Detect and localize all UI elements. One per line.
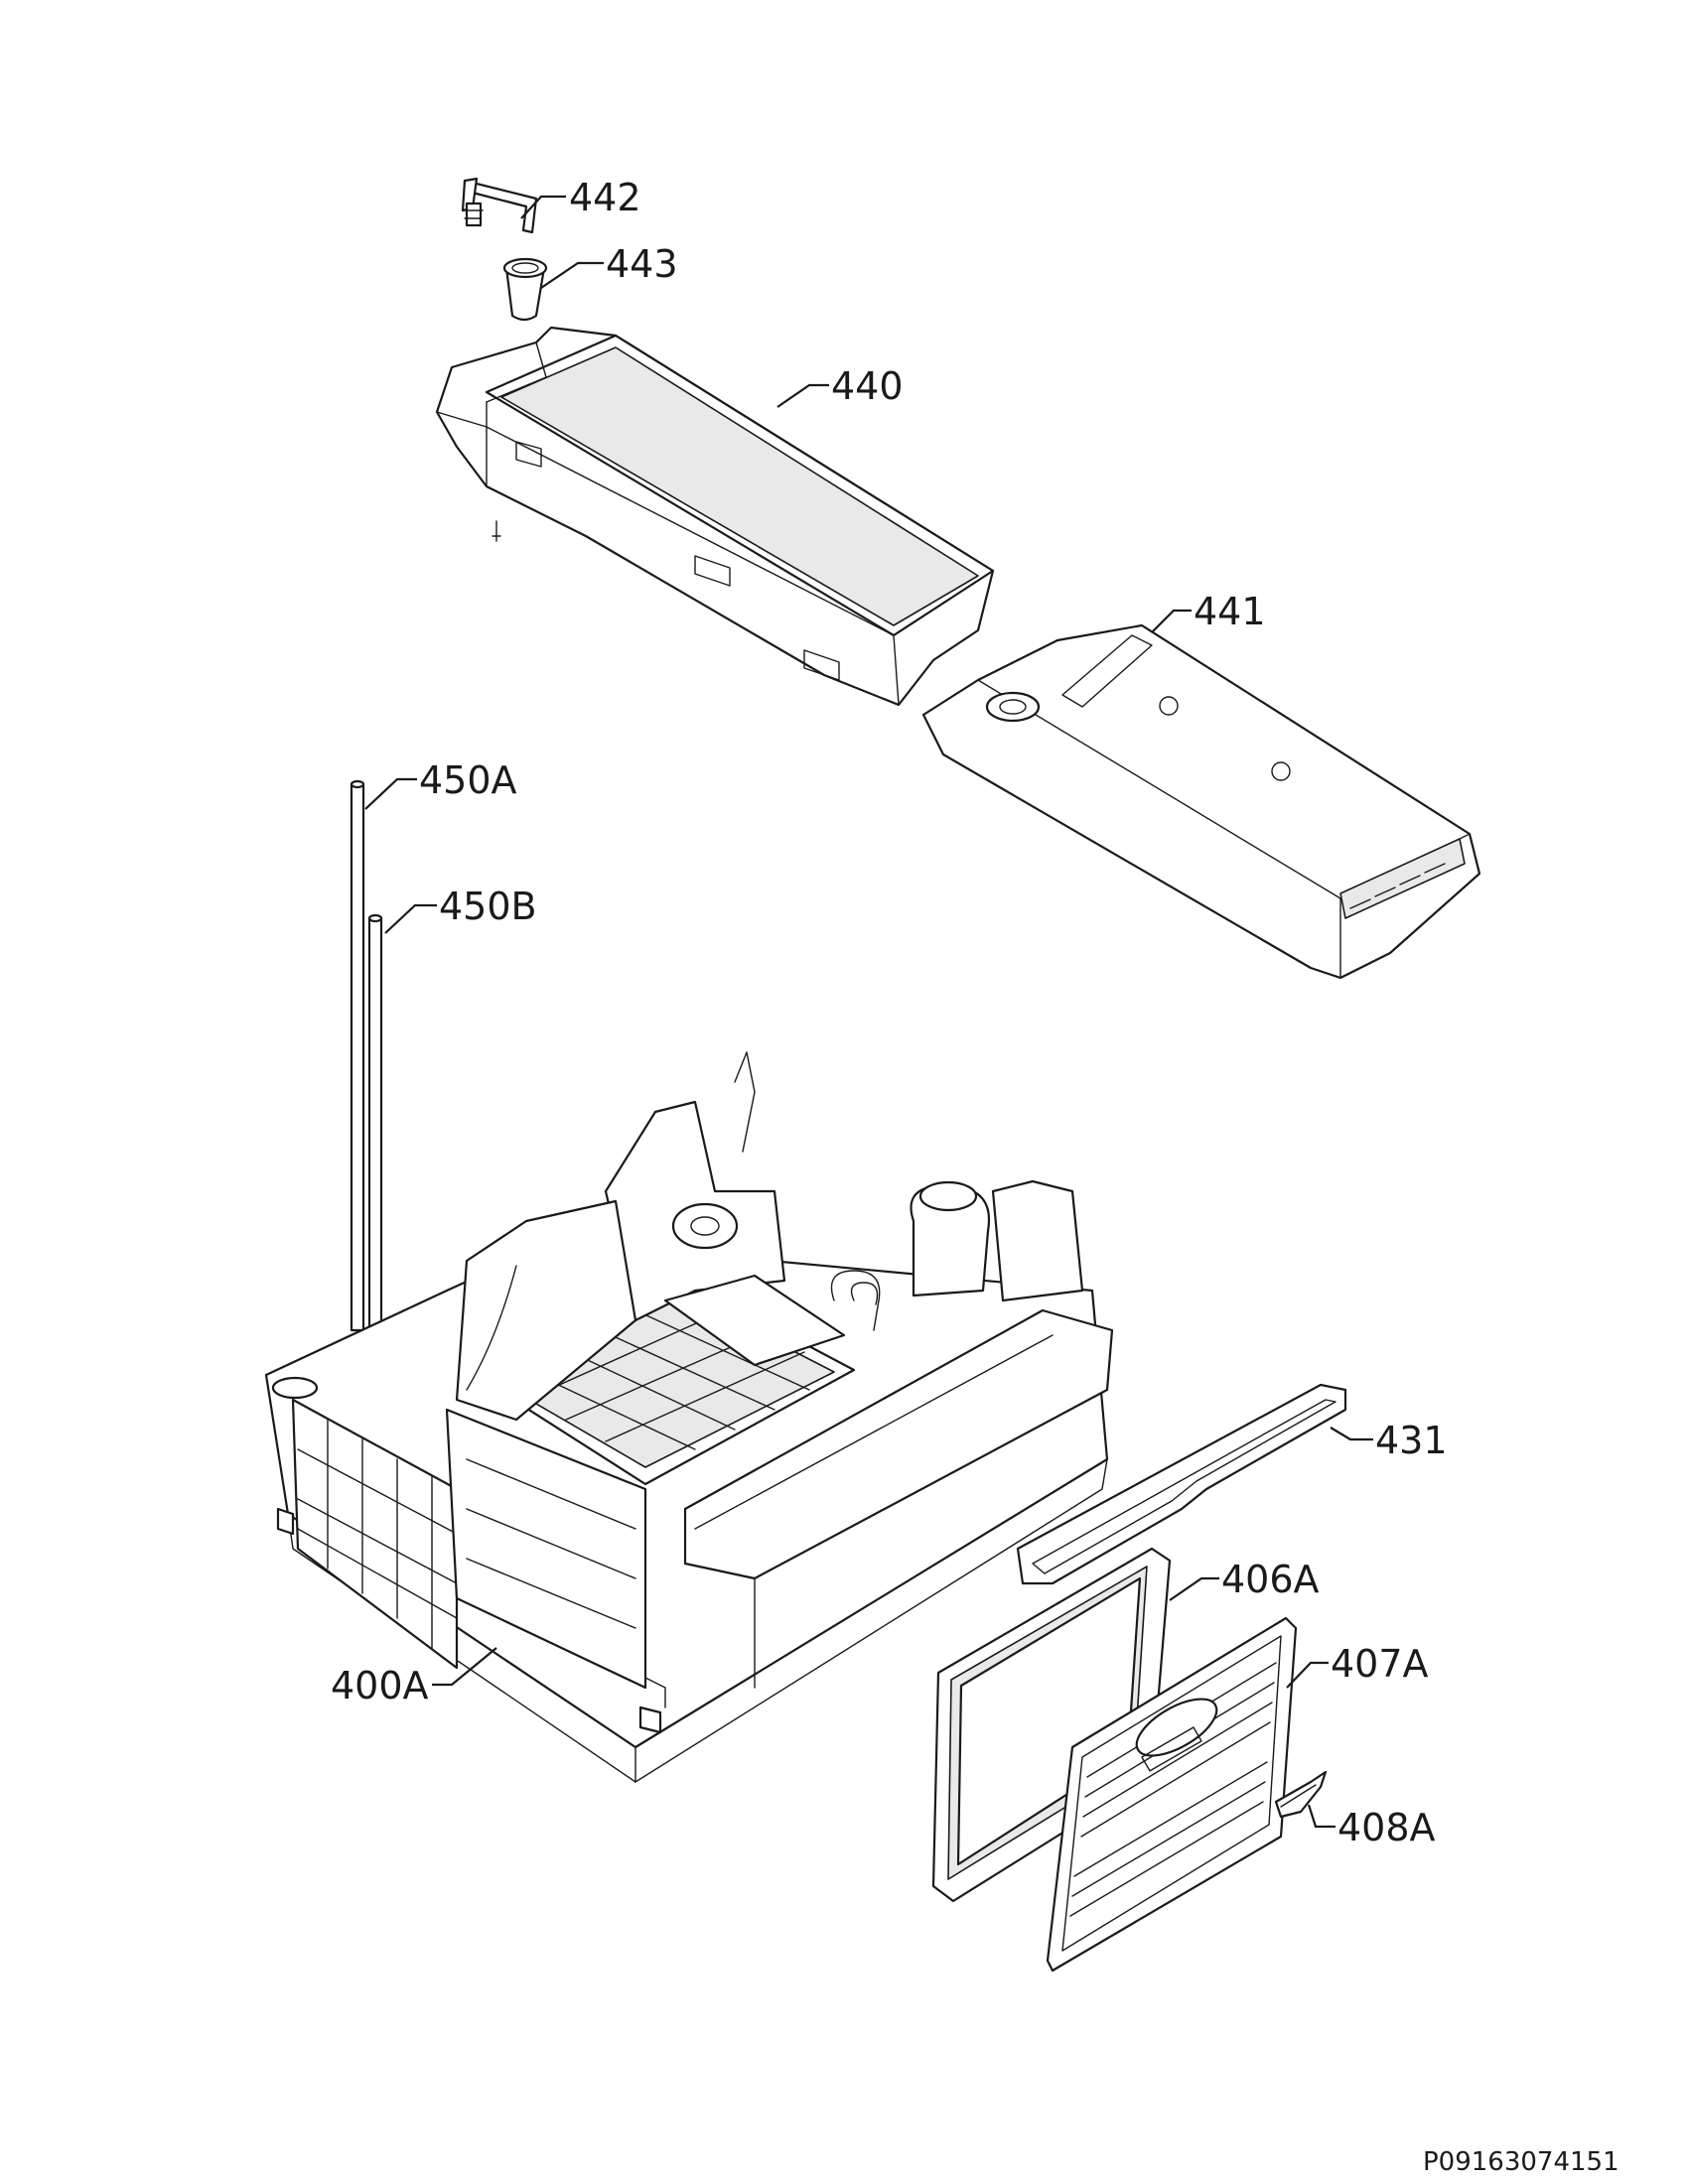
label-406a: 406A xyxy=(1221,1558,1320,1601)
leader-407a xyxy=(1286,1661,1329,1689)
leader-406a xyxy=(1169,1576,1219,1601)
label-400a: 400A xyxy=(331,1664,429,1707)
callout-labels: 442 443 440 441 450A 450B 431 406A 400A … xyxy=(331,176,1448,1849)
label-408a: 408A xyxy=(1337,1806,1436,1849)
label-407a: 407A xyxy=(1331,1642,1429,1686)
leader-400a xyxy=(432,1647,497,1687)
label-442: 442 xyxy=(569,176,641,219)
label-443: 443 xyxy=(606,242,678,286)
part-431-gasket xyxy=(1016,1383,1347,1585)
label-450b: 450B xyxy=(439,885,537,928)
label-431: 431 xyxy=(1375,1419,1448,1462)
leader-450a xyxy=(364,777,417,810)
leader-440 xyxy=(776,383,829,408)
label-441: 441 xyxy=(1194,590,1266,633)
part-450a-tube xyxy=(350,779,365,1332)
part-442-connector xyxy=(461,177,538,234)
leader-450b xyxy=(384,903,437,934)
drawing-reference-number: P09163074151 xyxy=(1423,2147,1619,2177)
label-440: 440 xyxy=(831,364,904,408)
leader-lines xyxy=(364,195,1373,1829)
part-407a-door xyxy=(1046,1616,1298,1973)
part-440-upper-cover xyxy=(435,326,995,707)
leader-441 xyxy=(1151,609,1192,633)
leader-443 xyxy=(540,261,604,289)
leader-431 xyxy=(1330,1427,1373,1441)
leader-442 xyxy=(520,195,566,219)
part-406a-seal xyxy=(931,1547,1172,1903)
part-443-bushing xyxy=(502,257,548,322)
label-450a: 450A xyxy=(419,758,517,802)
part-408a-clip xyxy=(1274,1770,1328,1819)
part-450b-tube xyxy=(367,913,383,1337)
part-441-condenser xyxy=(921,623,1481,980)
part-400a-base-frame xyxy=(264,1051,1114,1783)
leader-408a xyxy=(1307,1804,1336,1829)
